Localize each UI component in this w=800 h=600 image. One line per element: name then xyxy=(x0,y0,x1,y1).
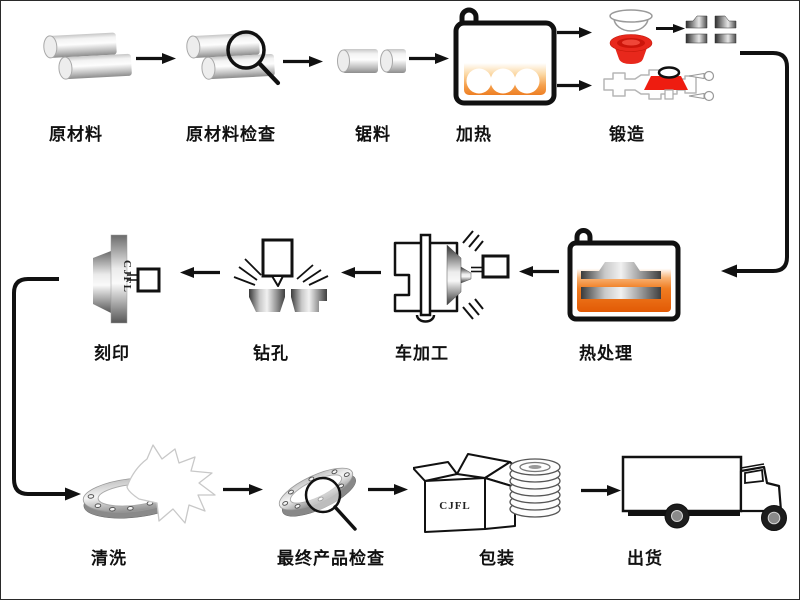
magnifier-icon xyxy=(226,30,281,86)
label-sawing: 锯料 xyxy=(355,125,391,144)
forged-blank-outline-icon xyxy=(609,9,653,32)
label-forging: 锻造 xyxy=(609,125,645,144)
arrow-inspection-to-sawing-icon xyxy=(283,56,323,67)
label-heating: 加热 xyxy=(456,125,492,144)
arrow-final-inspection-to-packaging-icon xyxy=(368,484,408,495)
furnace-vent-icon xyxy=(574,228,593,248)
label-turning: 车加工 xyxy=(395,344,449,363)
cleaning-icon xyxy=(82,444,216,524)
label-raw-material: 原材料 xyxy=(49,125,103,144)
steel-bar xyxy=(58,53,132,80)
flange-blank xyxy=(249,289,285,312)
arrow-turning-to-drilling-icon xyxy=(341,267,381,278)
cleaning-cloth-icon xyxy=(126,444,216,524)
steel-bar xyxy=(43,32,117,59)
flange-blank xyxy=(291,289,327,312)
magnifier-icon xyxy=(304,476,357,531)
turning-lathe-icon xyxy=(393,230,510,323)
wheel-icon xyxy=(761,505,787,531)
label-raw-material-inspection: 原材料检查 xyxy=(186,125,276,144)
cutting-tool-icon xyxy=(481,254,510,279)
forging-press-icon xyxy=(603,66,715,102)
flange-ring xyxy=(278,467,356,517)
arrow-bowl-to-dies-icon xyxy=(656,24,685,33)
arrow-raw-to-inspection-icon xyxy=(136,53,176,64)
steel-bar xyxy=(186,32,260,59)
marking-icon: CJFL xyxy=(93,234,161,324)
label-final-product-inspection: 最终产品检查 xyxy=(277,549,385,568)
label-drilling: 钻孔 xyxy=(253,344,289,363)
drilling-icon xyxy=(233,238,329,312)
flange-stack-icon xyxy=(509,458,561,518)
final-product-inspection-icon xyxy=(278,467,357,531)
hot-workpiece-icon xyxy=(644,76,688,90)
label-heat-treatment: 热处理 xyxy=(579,344,633,363)
carton-box-icon xyxy=(413,453,524,533)
furnace-vent-icon xyxy=(459,7,479,30)
raw-material-icon xyxy=(43,32,132,80)
connector-marking-to-cleaning xyxy=(12,277,81,501)
hot-forged-bowl-icon xyxy=(609,34,653,64)
arrow-heating-to-forging-bottom-icon xyxy=(557,80,592,91)
drill-head-icon xyxy=(261,238,294,278)
wheel-icon xyxy=(664,503,690,529)
forging-dies-icon xyxy=(685,15,737,44)
shipping-truck-icon xyxy=(621,455,787,531)
sparks-icon xyxy=(462,230,484,320)
sparks-icon xyxy=(233,258,329,286)
heating-furnace-icon xyxy=(453,7,557,106)
arrow-sawing-to-heating-icon xyxy=(409,53,449,64)
arrow-drilling-to-marking-icon xyxy=(180,267,220,278)
sawing-icon xyxy=(337,49,406,73)
label-marking: 刻印 xyxy=(94,344,130,363)
arrow-heating-to-forging-top-icon xyxy=(557,27,592,38)
cab-window xyxy=(744,468,764,485)
forged-flange-blank xyxy=(581,262,661,279)
heat-treatment-furnace-icon xyxy=(567,228,681,322)
arrow-heat-treatment-to-turning-icon xyxy=(519,266,559,277)
cargo-box xyxy=(621,455,743,513)
packaging-icon: CJFL xyxy=(413,453,561,533)
label-cleaning: 清洗 xyxy=(91,549,127,568)
arrow-cleaning-to-final-inspection-icon xyxy=(223,484,263,495)
label-packaging: 包装 xyxy=(479,549,515,568)
arrow-packaging-to-shipping-icon xyxy=(581,485,621,496)
engraved-brand-text: CJFL xyxy=(121,260,133,294)
forged-bar-blank xyxy=(581,287,661,299)
stamp-tool-icon xyxy=(136,267,161,293)
label-shipping: 出货 xyxy=(627,549,663,568)
connector-forging-to-heat-treatment xyxy=(721,51,789,278)
box-brand-text: CJFL xyxy=(439,500,471,512)
raw-material-inspection-icon xyxy=(186,30,281,86)
